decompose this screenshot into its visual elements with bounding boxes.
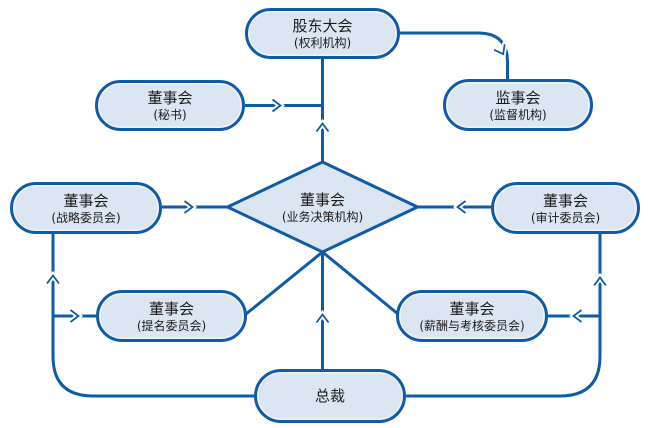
node-secretary: 董事会 (秘书) bbox=[95, 80, 245, 131]
edge-president-right-rail bbox=[406, 233, 602, 398]
node-supervisory: 监事会 (监督机构) bbox=[443, 79, 593, 131]
edge-board-compensation bbox=[321, 250, 399, 316]
node-subtitle: (薪酬与考核委员会) bbox=[419, 318, 525, 333]
node-title: 董事会 bbox=[449, 299, 495, 318]
node-subtitle: (权利机构) bbox=[293, 36, 352, 50]
arrowhead-right-to-nomination bbox=[67, 307, 84, 325]
node-title: 监事会 bbox=[495, 88, 541, 107]
arrowhead-up-to-board bbox=[313, 309, 332, 326]
node-title: 董事会 bbox=[542, 191, 588, 210]
edge-president-left-rail bbox=[51, 233, 254, 398]
node-subtitle: (业务决策机构) bbox=[281, 209, 364, 224]
arrowhead-up-to-shareholders bbox=[313, 118, 332, 135]
node-subtitle: (审计委员会) bbox=[530, 210, 601, 225]
node-subtitle: (监督机构) bbox=[489, 107, 547, 122]
node-board-diamond-shape bbox=[223, 160, 422, 254]
node-subtitle: (提名委员会) bbox=[136, 318, 207, 333]
node-president: 总裁 bbox=[254, 369, 406, 423]
node-title: 董事会 bbox=[148, 299, 194, 318]
arrowhead-curve-to-supervisory bbox=[491, 41, 508, 59]
arrowhead-up-to-strategy bbox=[44, 270, 62, 287]
node-title: 股东大会 bbox=[292, 17, 353, 35]
node-title: 董事会 bbox=[63, 191, 109, 210]
arrowhead-left-to-compensation bbox=[568, 307, 585, 325]
node-title: 总裁 bbox=[314, 387, 345, 405]
arrowhead-right-from-secretary bbox=[269, 96, 286, 115]
node-title: 董事会 bbox=[299, 190, 345, 209]
node-subtitle: (秘书) bbox=[153, 108, 187, 122]
node-compensation: 董事会 (薪酬与考核委员会) bbox=[396, 290, 548, 342]
arrowhead-up-to-audit bbox=[591, 272, 609, 289]
arrowhead-right-from-strategy bbox=[181, 198, 198, 216]
edge-shareholders-supervisory bbox=[399, 31, 509, 80]
node-board: 董事会 (业务决策机构) bbox=[242, 180, 403, 234]
node-shareholders: 股东大会 (权利机构) bbox=[245, 8, 400, 59]
arrowhead-left-from-audit bbox=[452, 198, 469, 216]
node-strategy: 董事会 (战略委员会) bbox=[10, 182, 162, 234]
node-nomination: 董事会 (提名委员会) bbox=[96, 290, 247, 342]
node-title: 董事会 bbox=[147, 89, 193, 107]
edge-board-nomination bbox=[245, 250, 324, 316]
node-subtitle: (战略委员会) bbox=[51, 210, 121, 225]
node-audit: 董事会 (审计委员会) bbox=[491, 182, 640, 234]
